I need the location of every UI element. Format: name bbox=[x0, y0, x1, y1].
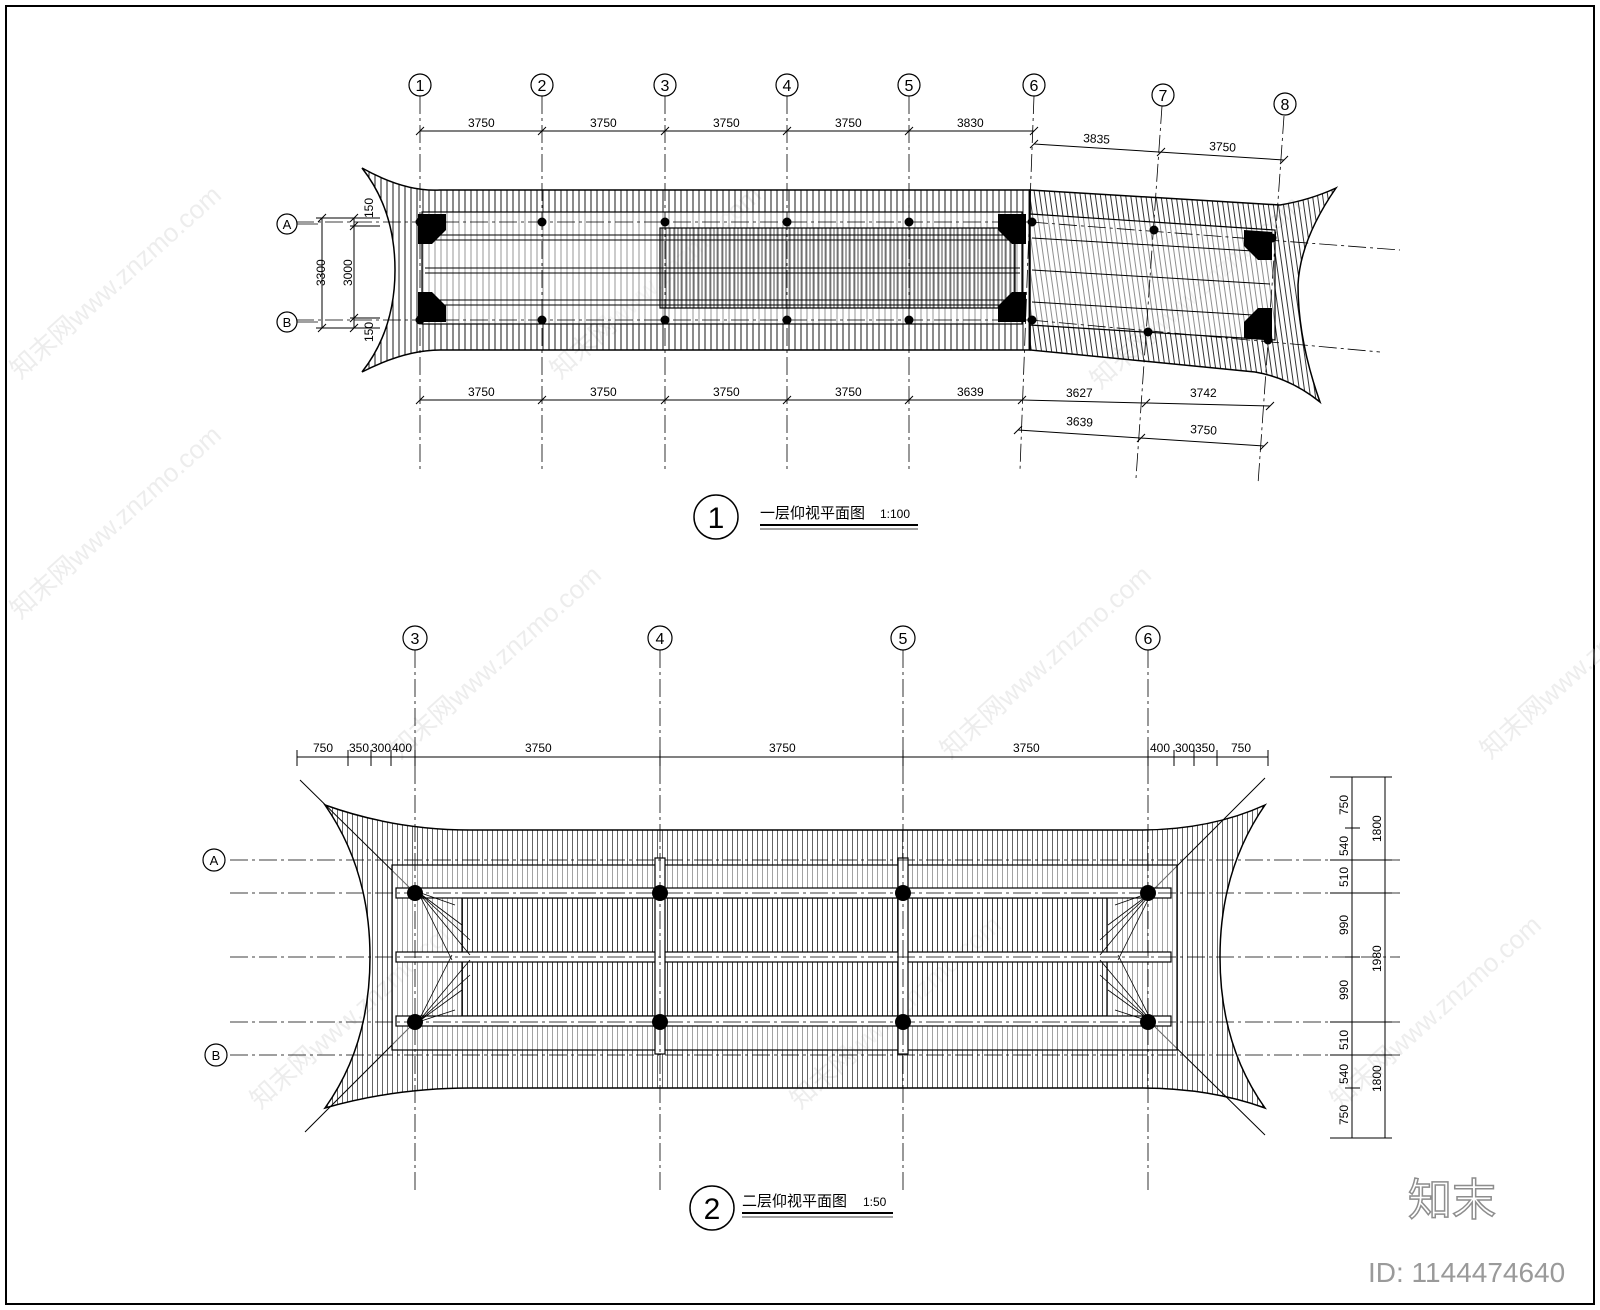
hip-rafters bbox=[299, 777, 1266, 1136]
axis-label: 4 bbox=[783, 78, 792, 95]
dim-label: 750 bbox=[313, 741, 333, 755]
axis-bubbles-plan-1 bbox=[276, 73, 1297, 333]
watermark: 知末网www.znzmo.com bbox=[384, 559, 607, 764]
dim-label: 400 bbox=[392, 741, 412, 755]
dim-label: 3639 bbox=[1066, 414, 1094, 430]
drawing-number: 2 bbox=[704, 1193, 721, 1226]
watermark: 知末网www.znzmo.com bbox=[1474, 559, 1600, 764]
plan-2: 750 350 300 400 3750 3750 3750 400 300 3… bbox=[202, 625, 1400, 1231]
dim-label: 3627 bbox=[1066, 386, 1093, 400]
drawing-scale: 1:50 bbox=[863, 1195, 887, 1209]
drawing-title: 一层仰视平面图 bbox=[760, 504, 865, 522]
left-dimension-labels: 3300 3000 150 150 bbox=[314, 198, 376, 342]
dim-label: 3750 bbox=[769, 741, 796, 755]
dim-label: 3750 bbox=[713, 116, 740, 130]
top-dimension-labels: 3750 3750 3750 3750 3830 3835 3750 bbox=[468, 116, 1237, 155]
dim-label: 3750 bbox=[468, 116, 495, 130]
dim-label: 3750 bbox=[1013, 741, 1040, 755]
left-dimension-line bbox=[316, 213, 380, 333]
beam-lines-2 bbox=[395, 857, 1172, 1055]
dim-label: 1800 bbox=[1370, 815, 1384, 842]
axis-labels-plan-2: 3 4 5 6 A B bbox=[210, 631, 1153, 1063]
dim-label: 150 bbox=[362, 198, 376, 218]
corner-fans bbox=[417, 891, 1153, 1023]
axis-label: 3 bbox=[661, 78, 670, 95]
watermark: 知末网www.znzmo.com bbox=[1324, 909, 1547, 1114]
axis-label: A bbox=[210, 853, 219, 868]
dim-label: 3750 bbox=[468, 385, 495, 399]
axis-lines-plan-1 bbox=[296, 95, 1401, 485]
dim-label: 3742 bbox=[1190, 386, 1217, 400]
dim-label: 300 bbox=[371, 741, 391, 755]
dim-label: 990 bbox=[1337, 915, 1351, 935]
axis-label: 6 bbox=[1030, 78, 1039, 95]
dim-label: 3750 bbox=[835, 116, 862, 130]
image-id: ID: 1144474640 bbox=[1368, 1257, 1565, 1288]
watermark: 知末网www.znzmo.com bbox=[934, 559, 1157, 764]
dim-label: 3835 bbox=[1083, 131, 1111, 147]
dim-label: 400 bbox=[1150, 741, 1170, 755]
dim-label: 3750 bbox=[1209, 139, 1237, 155]
axis-label: B bbox=[283, 315, 292, 330]
dim-label: 3830 bbox=[957, 116, 984, 130]
axis-label: A bbox=[283, 217, 292, 232]
dim-label: 3750 bbox=[1190, 422, 1218, 438]
dim-label: 540 bbox=[1337, 1064, 1351, 1084]
dim-label: 300 bbox=[1175, 741, 1195, 755]
dim-label: 750 bbox=[1337, 795, 1351, 815]
dim-label: 3750 bbox=[590, 116, 617, 130]
axis-label: 5 bbox=[905, 78, 914, 95]
axis-bubbles-plan-2 bbox=[202, 625, 1161, 1067]
top-dimension-line-2 bbox=[296, 750, 1269, 766]
dim-label: 540 bbox=[1337, 836, 1351, 856]
bottom-dimension-labels: 3750 3750 3750 3750 3639 3627 3742 3639 … bbox=[468, 385, 1218, 438]
corner-brackets bbox=[418, 214, 1272, 340]
dim-label: 350 bbox=[349, 741, 369, 755]
axis-label: B bbox=[212, 1048, 221, 1063]
dim-label: 1980 bbox=[1370, 945, 1384, 972]
drawing-number: 1 bbox=[708, 502, 725, 535]
dim-label: 750 bbox=[1337, 1105, 1351, 1125]
drawing-frame bbox=[5, 5, 1595, 1305]
dim-label: 3750 bbox=[713, 385, 740, 399]
axis-label: 7 bbox=[1159, 88, 1168, 105]
axis-label: 4 bbox=[656, 631, 665, 648]
dim-label: 750 bbox=[1231, 741, 1251, 755]
drawing-title: 二层仰视平面图 bbox=[742, 1192, 847, 1210]
dim-label: 3300 bbox=[314, 259, 328, 286]
dim-label: 3750 bbox=[590, 385, 617, 399]
plan-1-title: 1 一层仰视平面图 1:100 bbox=[693, 494, 918, 540]
top-dimension-labels-2: 750 350 300 400 3750 3750 3750 400 300 3… bbox=[313, 741, 1251, 755]
axis-labels-plan-1: 1 2 3 4 5 6 7 8 A B bbox=[283, 78, 1290, 330]
drawing-scale: 1:100 bbox=[880, 507, 910, 521]
watermark: 知末网www.znzmo.com bbox=[4, 419, 227, 624]
dim-label: 150 bbox=[362, 322, 376, 342]
right-dimension-labels-2: 750 540 510 990 990 510 540 750 1800 198… bbox=[1337, 795, 1384, 1125]
axis-label: 5 bbox=[899, 631, 908, 648]
axis-label: 3 bbox=[411, 631, 420, 648]
dim-label: 510 bbox=[1337, 867, 1351, 887]
beam-lines bbox=[425, 234, 1271, 317]
axis-label: 1 bbox=[416, 78, 425, 95]
dim-label: 3639 bbox=[957, 385, 984, 399]
axis-lines-plan-2 bbox=[230, 650, 1400, 1190]
bottom-dimension-line bbox=[415, 395, 1275, 451]
dim-label: 510 bbox=[1337, 1030, 1351, 1050]
dim-label: 3750 bbox=[835, 385, 862, 399]
axis-label: 2 bbox=[538, 78, 547, 95]
dim-label: 3750 bbox=[525, 741, 552, 755]
dim-label: 1800 bbox=[1370, 1065, 1384, 1092]
watermark: 知末网www.znzmo.com bbox=[4, 179, 227, 384]
right-dimension-line-2 bbox=[1330, 776, 1392, 1139]
dim-label: 3000 bbox=[341, 259, 355, 286]
dim-label: 350 bbox=[1195, 741, 1215, 755]
plan-2-title: 2 二层仰视平面图 1:50 bbox=[689, 1185, 893, 1231]
axis-label: 8 bbox=[1281, 97, 1290, 114]
axis-label: 6 bbox=[1144, 631, 1153, 648]
brand-logo: 知末 bbox=[1408, 1175, 1496, 1226]
top-dimension-line bbox=[415, 126, 1289, 165]
plan-1: 3750 3750 3750 3750 3830 3835 3750 bbox=[276, 73, 1401, 540]
dim-label: 990 bbox=[1337, 980, 1351, 1000]
